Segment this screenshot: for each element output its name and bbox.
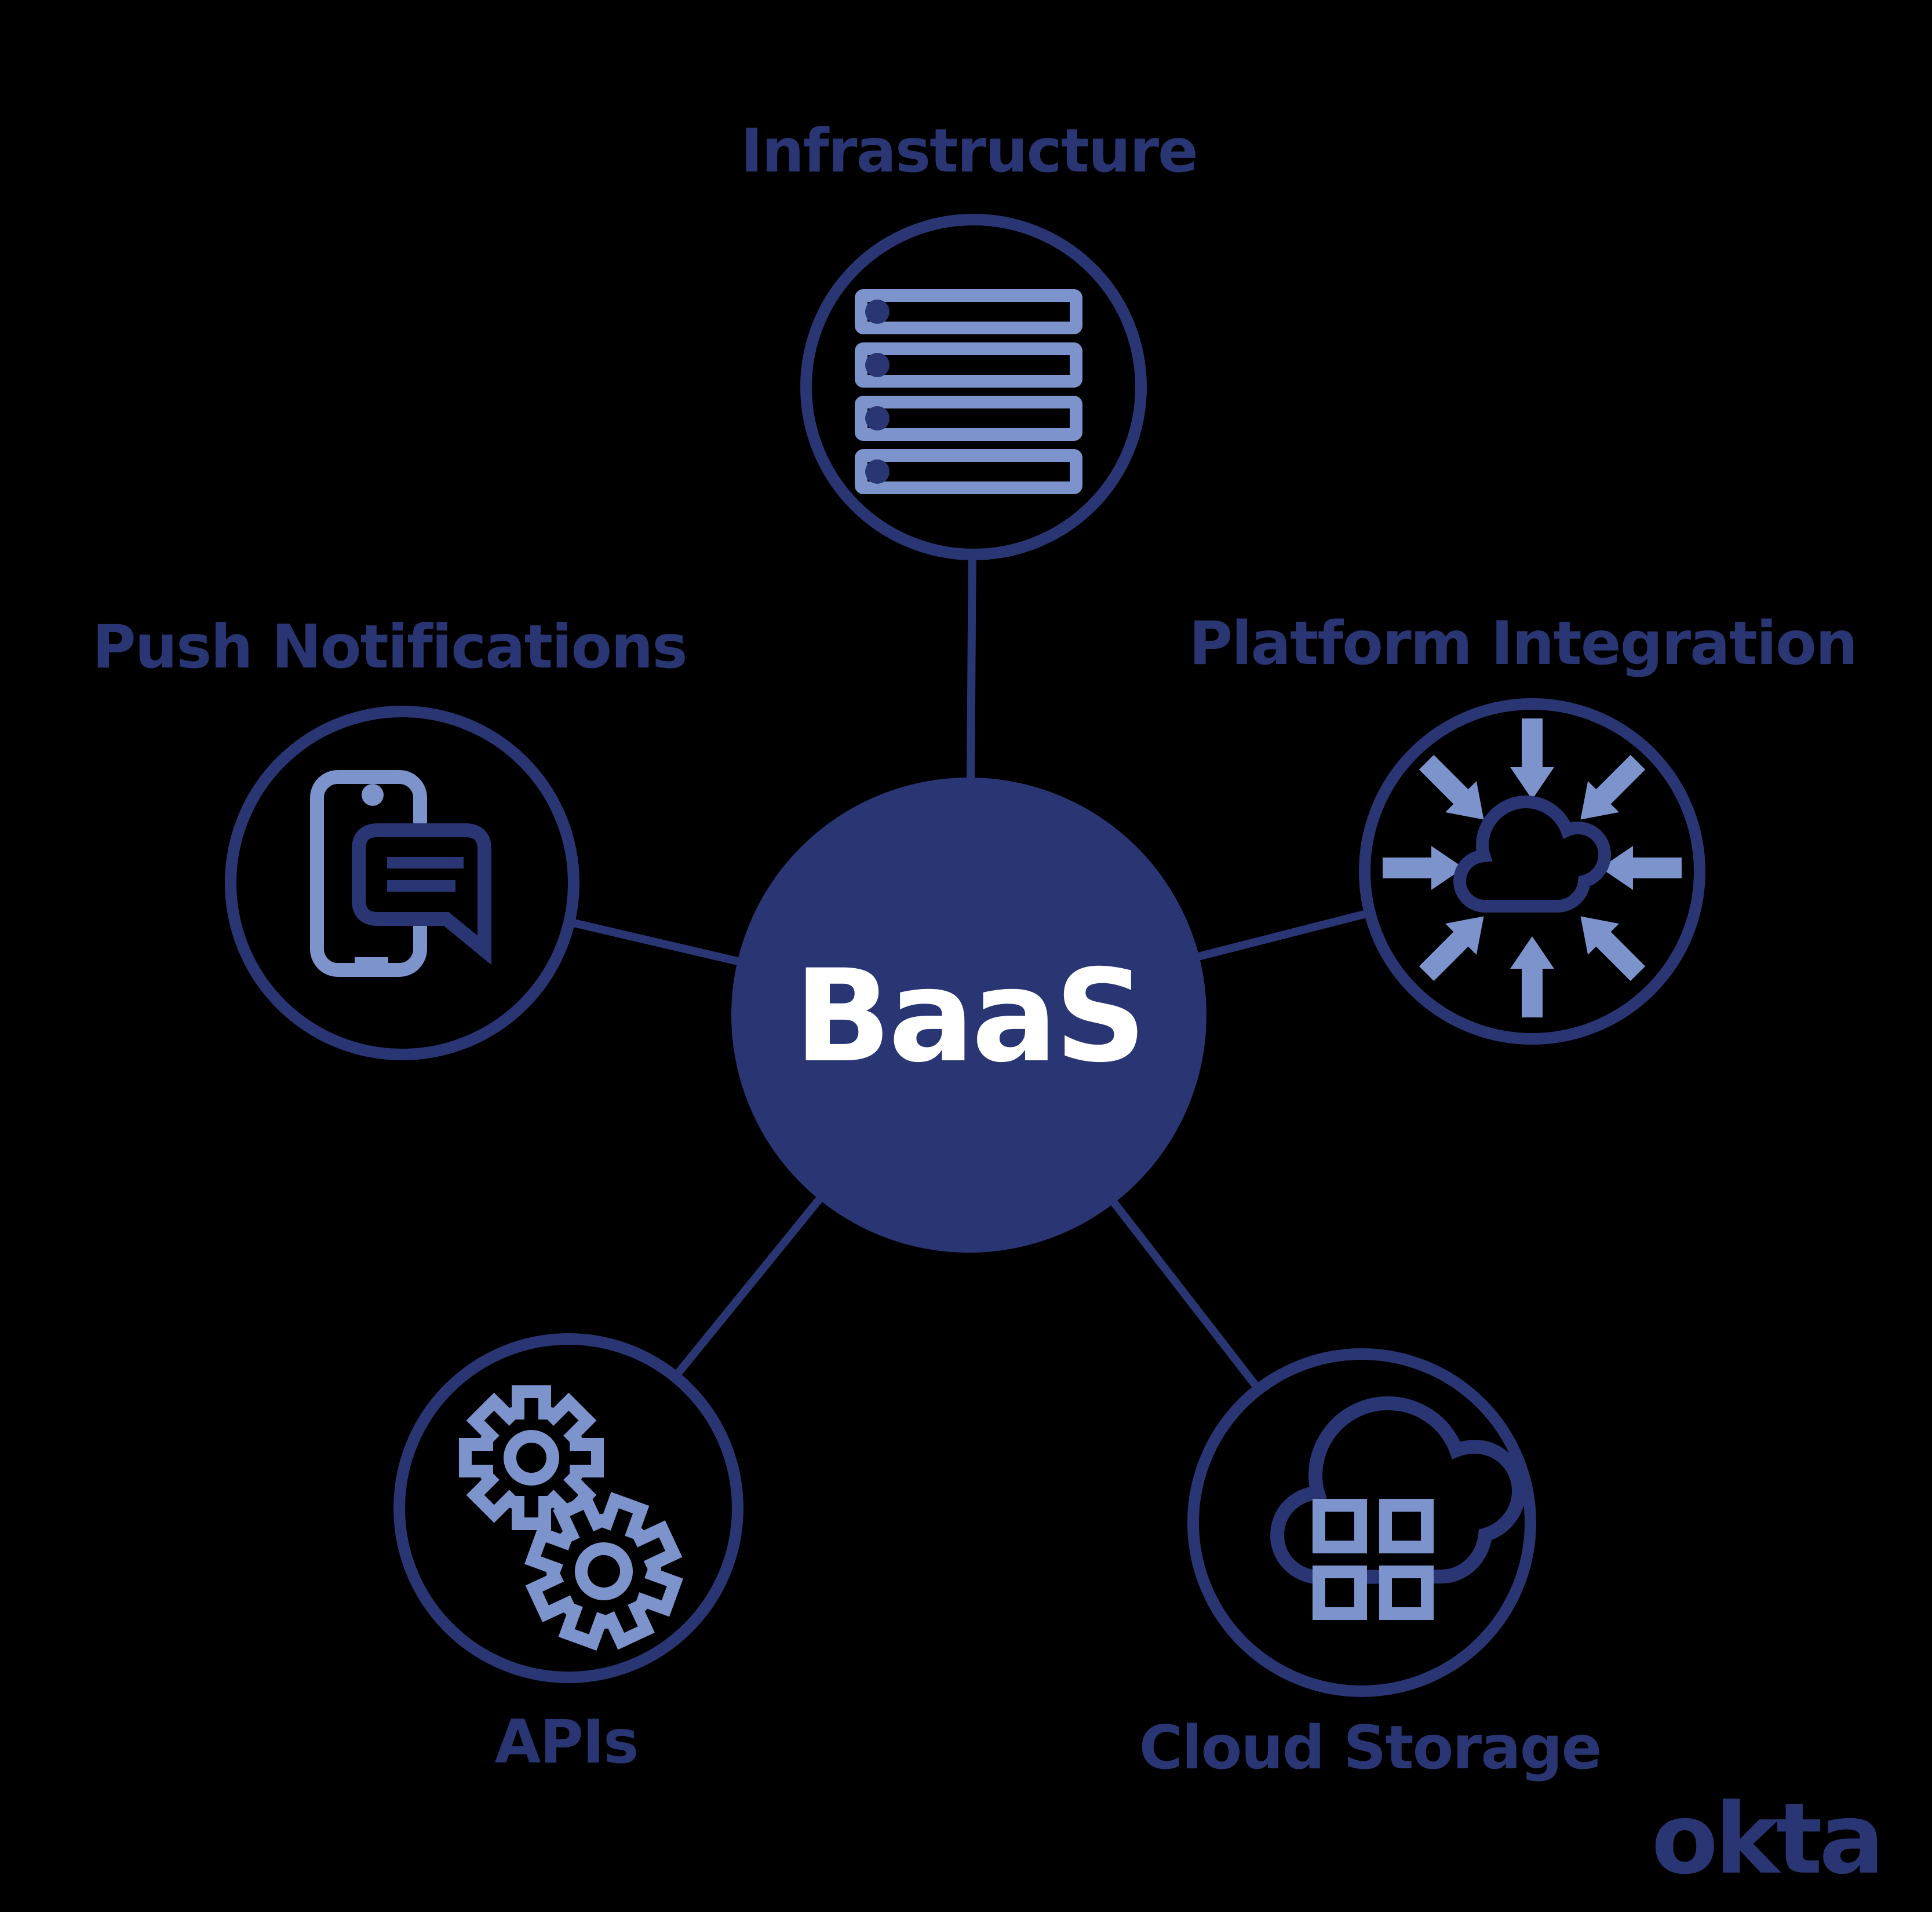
gear-top-left — [459, 1385, 604, 1530]
infrastructure-label: Infrastructure — [741, 116, 1197, 186]
cloud-grid-icon — [1270, 1396, 1526, 1620]
okta-logo: okta — [1652, 1782, 1882, 1896]
node-push-notifications: Push Notifications — [92, 612, 688, 1060]
node-infrastructure: Infrastructure — [741, 116, 1198, 560]
hub-node: BaaS — [731, 778, 1206, 1253]
node-apis: APIs — [393, 1333, 743, 1777]
small-cloud-outline — [1453, 795, 1612, 913]
node-cloud-storage: Cloud Storage — [1139, 1348, 1602, 1783]
hub-circle — [731, 778, 1206, 1253]
hub-label: BaaS — [794, 942, 1143, 1090]
push-notifications-label: Push Notifications — [92, 612, 686, 682]
gear-bottom-right — [524, 1492, 683, 1651]
apis-label: APIs — [495, 1707, 638, 1777]
cloud-converge-arrows-icon — [1383, 718, 1682, 1017]
phone-chat-icon — [310, 770, 491, 977]
node-platform-integration: Platform Integration — [1189, 609, 1858, 1045]
server-stack-icon — [855, 289, 1082, 494]
platform-integration-label: Platform Integration — [1189, 609, 1857, 678]
cloud-storage-label: Cloud Storage — [1139, 1713, 1601, 1783]
gears-icon — [459, 1385, 683, 1651]
converge-arrows — [1383, 718, 1682, 1017]
